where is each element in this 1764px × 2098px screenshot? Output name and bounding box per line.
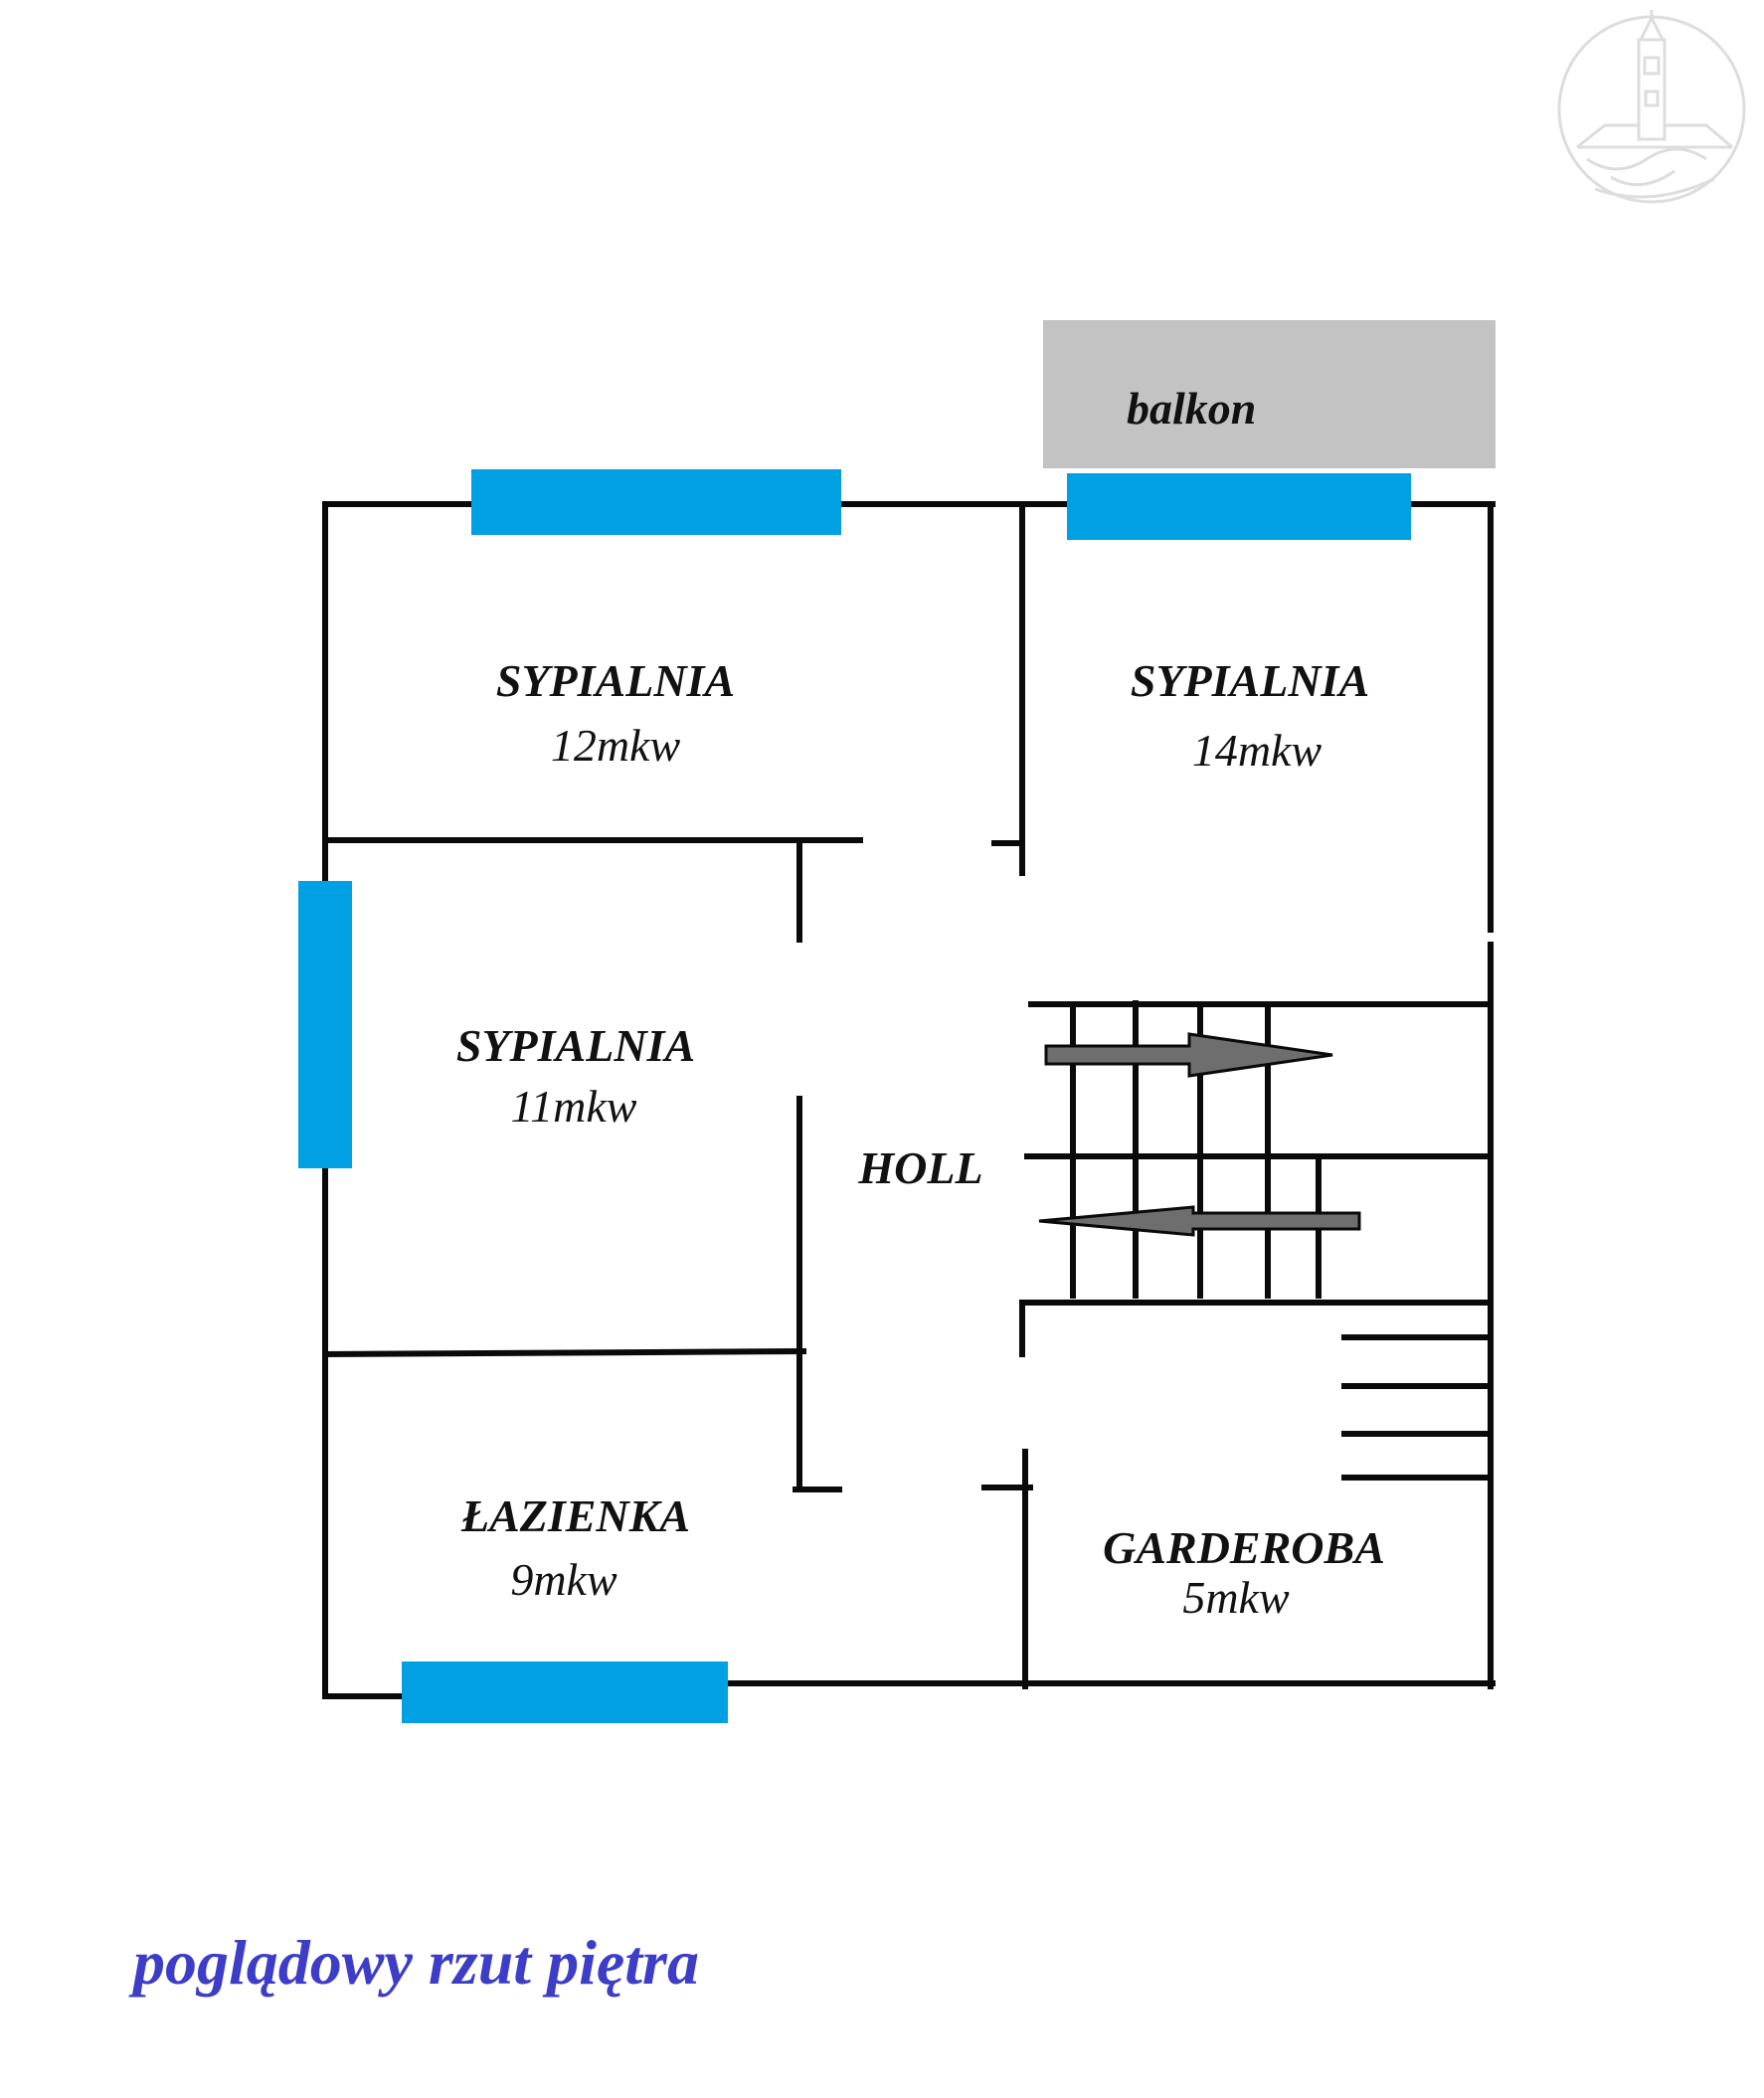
stairs	[1070, 1000, 1491, 1481]
window	[298, 881, 352, 1168]
room-name-bedroom-12: SYPIALNIA	[496, 655, 735, 706]
room-area-bedroom-12: 12mkw	[551, 720, 681, 771]
stair-arrow-down-icon	[1038, 1205, 1361, 1237]
room-name-bedroom-11: SYPIALNIA	[456, 1020, 695, 1071]
room-name-hall: HOLL	[857, 1142, 982, 1193]
church-tower-logo-icon	[1557, 10, 1746, 204]
window	[1067, 473, 1411, 540]
windows	[298, 469, 1411, 1723]
balcony	[1043, 320, 1496, 468]
room-name-bedroom-14: SYPIALNIA	[1131, 655, 1369, 706]
room-area-bathroom: 9mkw	[510, 1554, 617, 1605]
plan-caption: poglądowy rzut piętra	[128, 1927, 699, 1998]
balcony-label: balkon	[1127, 383, 1256, 434]
window	[471, 469, 841, 535]
room-area-wardrobe: 5mkw	[1182, 1572, 1290, 1623]
room-area-bedroom-11: 11mkw	[511, 1081, 637, 1132]
room-area-bedroom-14: 14mkw	[1192, 725, 1323, 776]
stair-arrow-up-icon	[1044, 1032, 1333, 1078]
room-name-wardrobe: GARDEROBA	[1103, 1522, 1385, 1573]
room-name-bathroom: ŁAZIENKA	[460, 1490, 690, 1541]
window	[402, 1661, 728, 1723]
